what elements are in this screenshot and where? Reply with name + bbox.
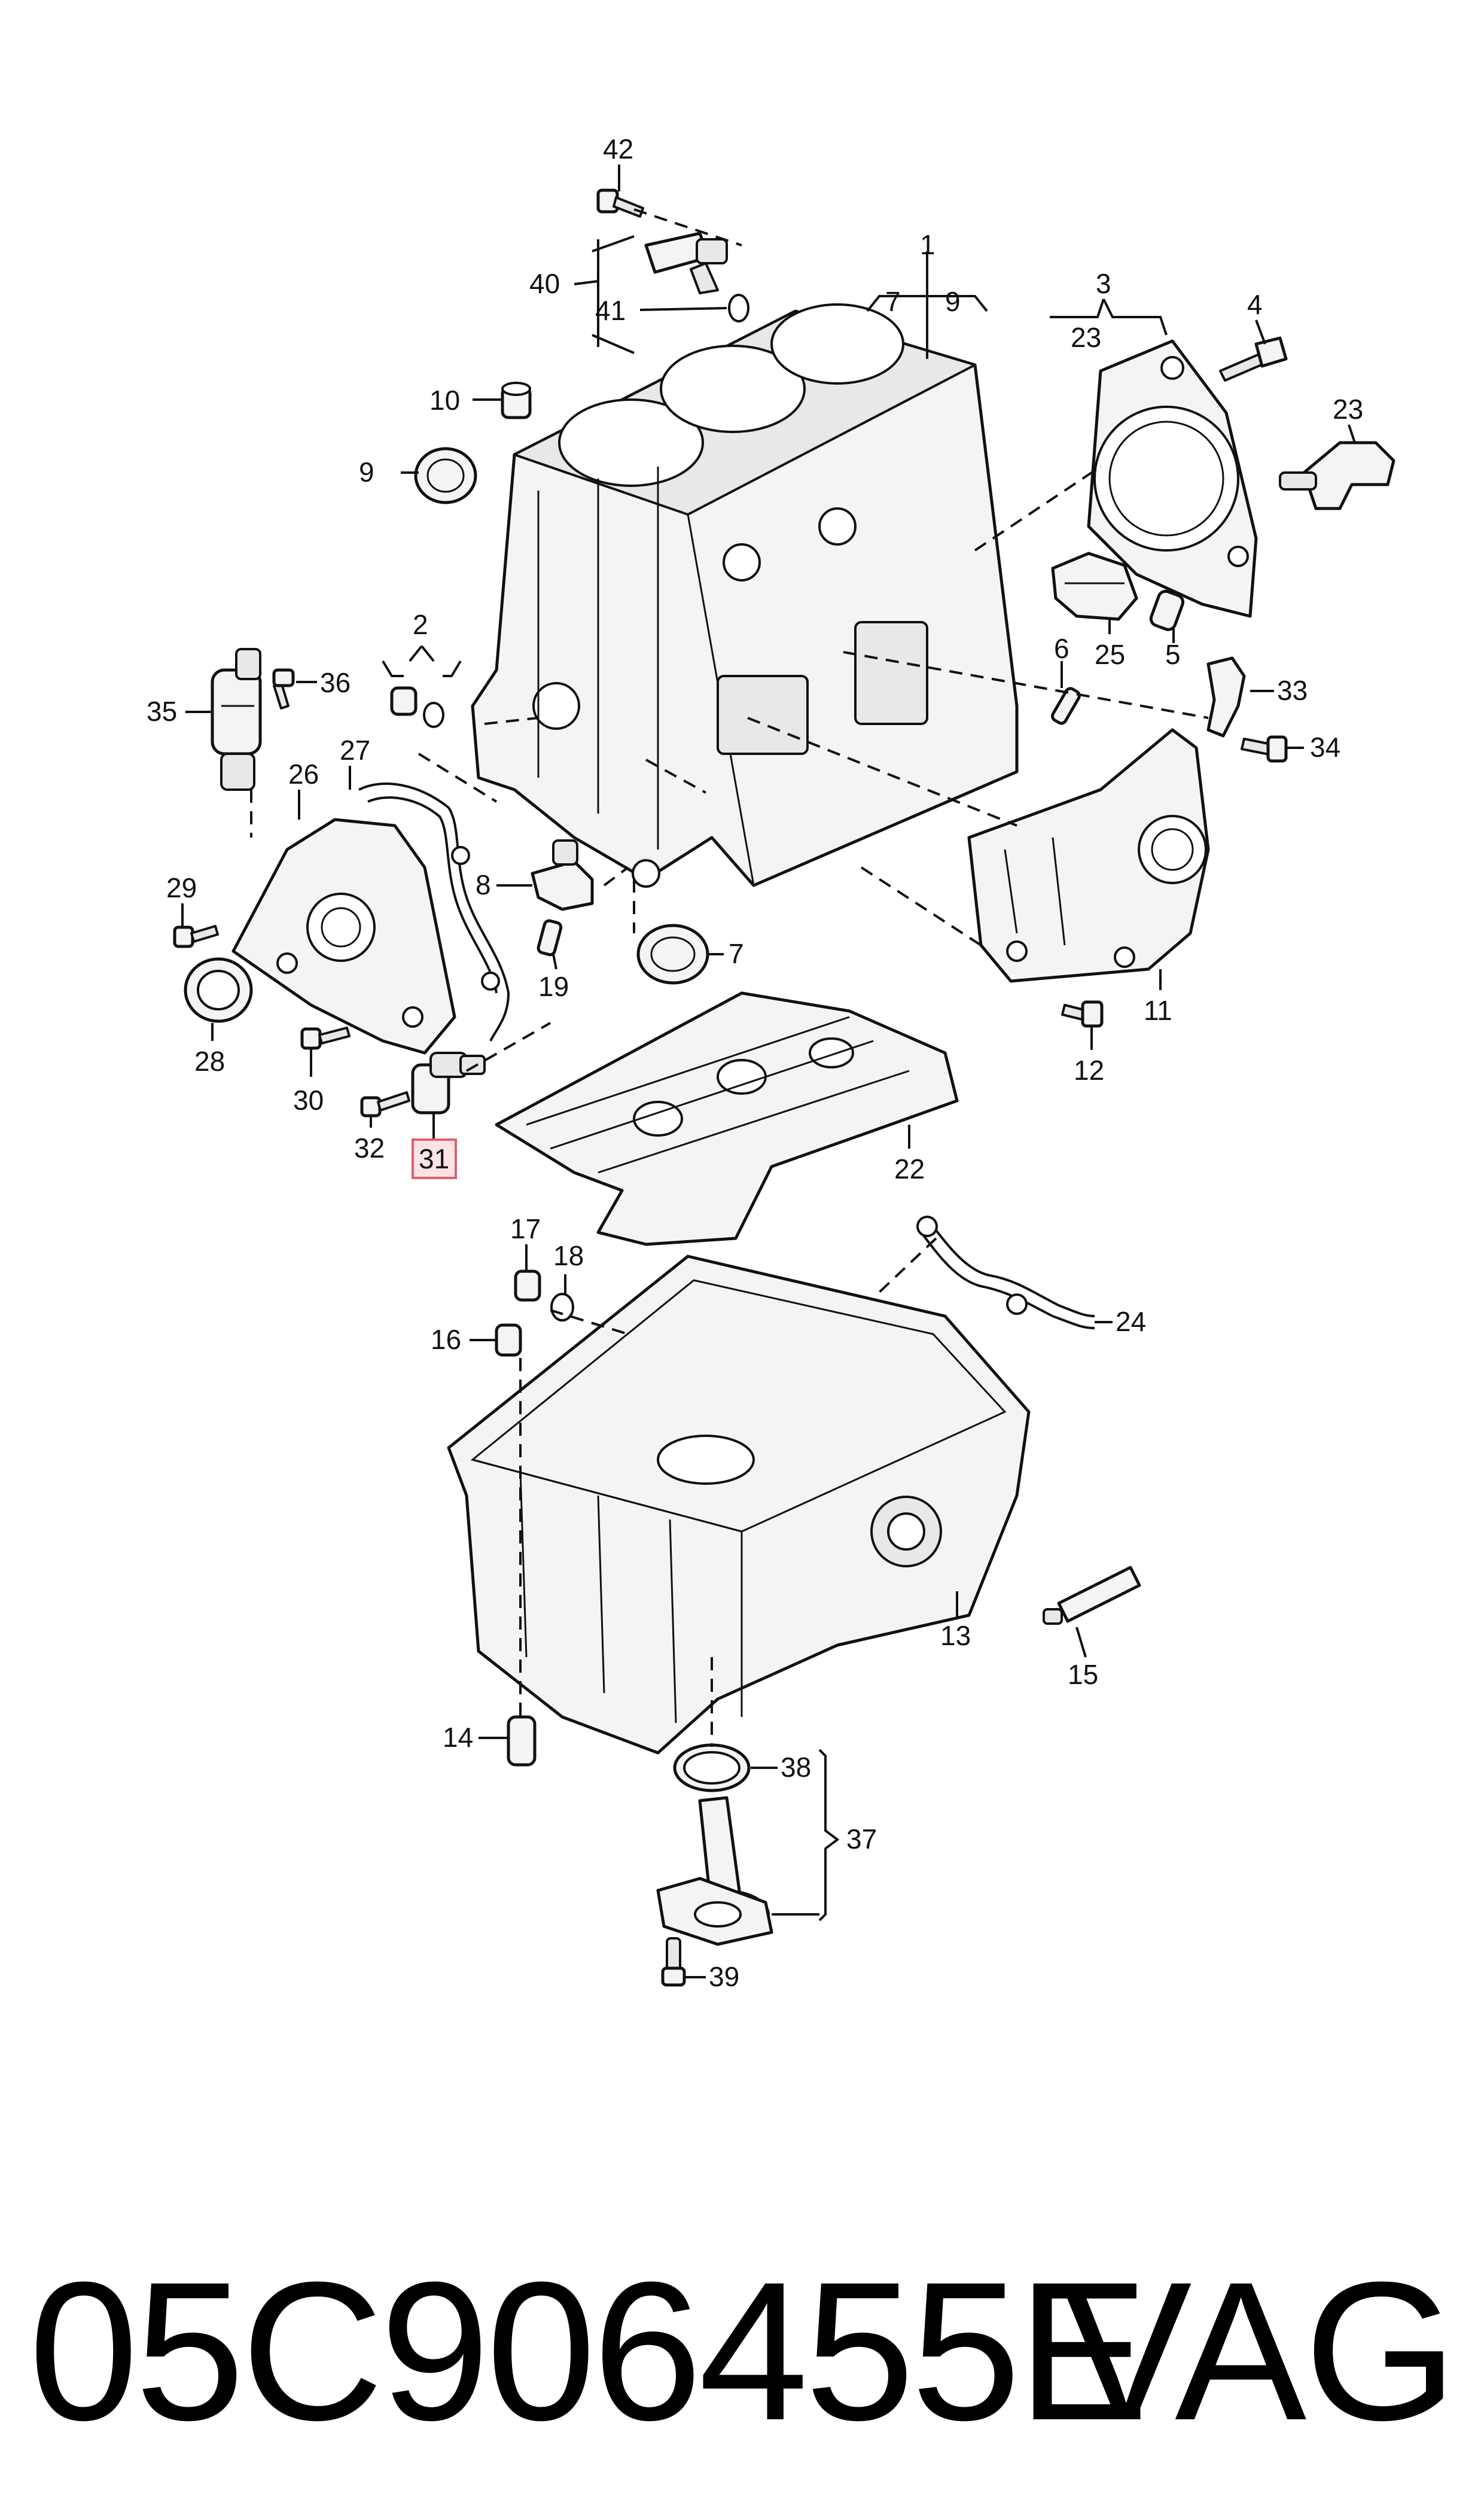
part-number: 05C906455E [29, 2240, 1149, 2461]
callout-22: 22 [894, 1153, 925, 1185]
callout-17: 17 [510, 1213, 541, 1244]
baffle-plate-22-illustration [495, 991, 959, 1246]
callout-10: 10 [429, 385, 460, 416]
bolt-36-illustration [272, 668, 295, 710]
pin-19-illustration [537, 919, 563, 957]
sensor-8-illustration [531, 839, 594, 911]
callout-14: 14 [443, 1722, 473, 1753]
o-ring-41-illustration [728, 294, 749, 322]
callout-5: 5 [1165, 639, 1181, 670]
callout-18: 18 [553, 1240, 584, 1271]
oil-pan-13-illustration [447, 1255, 1031, 1755]
callout-19: 19 [538, 971, 569, 1002]
pin-16-illustration [495, 1323, 522, 1357]
callout-38: 38 [781, 1752, 811, 1783]
callout-23-left: 23 [1071, 322, 1101, 353]
callout-33: 33 [1277, 675, 1308, 706]
callout-6: 6 [1054, 633, 1069, 664]
callout-4: 4 [1247, 289, 1263, 320]
exploded-parts-diagram: 42 40 41 1 7 9 3 23 4 23 10 9 2 36 35 26… [147, 133, 1395, 1992]
seal-7-illustration [636, 924, 709, 985]
stud-6-illustration [1051, 687, 1081, 725]
bolt-32-illustration [360, 1091, 410, 1118]
callout-9-top: 9 [945, 286, 961, 317]
sensor-23-illustration [1279, 441, 1395, 510]
callout-28: 28 [194, 1046, 225, 1077]
callout-24: 24 [1116, 1306, 1146, 1337]
bolt-29-illustration [173, 925, 219, 948]
callout-41: 41 [595, 295, 626, 326]
callout-1: 1 [920, 229, 936, 260]
cap-25-illustration [1051, 552, 1138, 621]
callout-11: 11 [1144, 995, 1172, 1026]
dowel-pin-5-illustration [1149, 589, 1185, 631]
callout-36: 36 [320, 667, 351, 698]
gasket-24-illustration [916, 1216, 1095, 1329]
seal-9-illustration [414, 447, 477, 504]
bolt-39-illustration [661, 1937, 686, 1987]
callout-35: 35 [147, 696, 177, 727]
callout-2: 2 [413, 609, 428, 640]
leader-lines [181, 165, 1356, 1978]
callout-34: 34 [1310, 732, 1340, 763]
bolt-14-illustration [507, 1715, 537, 1767]
seal-38-illustration [673, 1743, 751, 1792]
highlight-box-31 [412, 1138, 457, 1179]
oil-pressure-switch-31-illustration [411, 1052, 486, 1115]
plug-2-illustration [390, 686, 444, 728]
callout-37: 37 [846, 1823, 877, 1855]
callout-9: 9 [359, 456, 374, 488]
callout-31: 31 [419, 1143, 449, 1174]
seal-18-illustration [550, 1293, 574, 1322]
sensor-37-illustration [656, 1796, 773, 1946]
callout-26: 26 [288, 759, 319, 790]
callout-labels: 42 40 41 1 7 9 3 23 4 23 10 9 2 36 35 26… [147, 133, 1363, 1992]
sealant-15-illustration [1043, 1566, 1141, 1625]
callout-3: 3 [1096, 268, 1111, 299]
callout-27: 27 [340, 735, 370, 766]
plug-17-illustration [514, 1269, 541, 1302]
callout-42: 42 [603, 133, 633, 165]
callout-40: 40 [529, 268, 560, 299]
sensor-40-illustration [644, 232, 728, 294]
callout-13: 13 [940, 1620, 971, 1651]
callout-39: 39 [709, 1961, 739, 1992]
seal-28-illustration [184, 957, 253, 1023]
callout-7-top: 7 [885, 286, 901, 317]
bracket-33-illustration [1206, 656, 1288, 763]
bolt-42-illustration [596, 188, 644, 218]
callout-8: 8 [476, 869, 491, 900]
engine-block-illustration [471, 303, 1019, 888]
solenoid-35-illustration [211, 648, 262, 791]
callout-16: 16 [431, 1324, 461, 1355]
bolt-30-illustration [300, 1027, 351, 1050]
rear-seal-flange-illustration [1087, 339, 1258, 618]
callout-25: 25 [1095, 639, 1125, 670]
pump-housing-26-illustration [231, 818, 456, 1055]
bolt-4-illustration [1219, 336, 1288, 382]
callout-32: 32 [354, 1132, 385, 1164]
brand-label: VAG [1060, 2240, 1458, 2461]
callout-7: 7 [729, 938, 744, 969]
timing-cover-11-illustration [967, 728, 1210, 983]
callout-29: 29 [166, 872, 197, 903]
plug-10-illustration [501, 382, 532, 419]
callout-30: 30 [293, 1085, 324, 1116]
gasket-27-illustration [358, 783, 510, 1042]
callout-23-right: 23 [1333, 394, 1363, 425]
callout-15: 15 [1068, 1659, 1098, 1690]
bolt-12-illustration [1061, 1000, 1104, 1028]
callout-12: 12 [1074, 1055, 1104, 1086]
